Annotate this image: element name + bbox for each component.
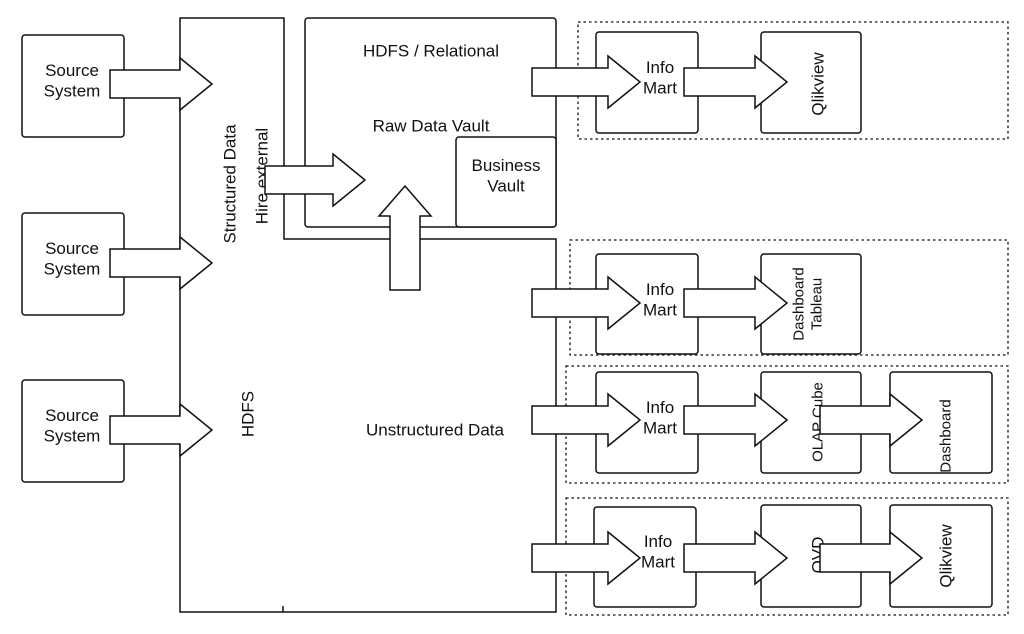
arrow-group-3-mart-to-olap xyxy=(683,392,789,448)
arrow-to-group-1-info-mart xyxy=(531,54,642,110)
arrow-group-4-qvd-to-qlikview xyxy=(819,530,924,586)
arrow-to-group-3-info-mart xyxy=(531,392,642,448)
group-1-qlikview: Qlikview xyxy=(760,31,862,134)
group-4-qlikview-label: Qlikview xyxy=(936,524,955,588)
group-4-container xyxy=(565,497,1009,616)
group-3-olap-cube-label: OLAP Cube xyxy=(809,382,826,462)
raw-data-vault-label: Raw Data Vault xyxy=(373,116,490,135)
arrow-to-group-4-info-mart xyxy=(531,530,642,586)
hire-external-label: Hire external xyxy=(252,128,271,224)
arrow-source-1-to-hdfs xyxy=(109,56,214,112)
arrow-group-2-mart-to-tableau xyxy=(683,275,789,331)
arrow-source-2-to-hdfs xyxy=(109,235,214,291)
group-3-olap-cube: OLAP Cube xyxy=(760,371,862,474)
arrow-group-3-olap-to-dashboard xyxy=(819,392,924,448)
group-1-qlikview-label: Qlikview xyxy=(808,52,827,116)
group-2-dashboard-tableau: DashboardTableau xyxy=(760,253,862,355)
hdfs-container xyxy=(179,17,557,613)
unstructured-data-label: Unstructured Data xyxy=(366,420,504,439)
group-2-container xyxy=(569,239,1009,356)
arrow-group-4-mart-to-qvd xyxy=(683,530,789,586)
group-2-dashboard-tableau-label: DashboardTableau xyxy=(790,267,825,340)
structured-data-label: Structured Data xyxy=(220,124,239,244)
arrow-group-1-mart-to-qlikview xyxy=(683,54,789,110)
hdfs-label: HDFS xyxy=(238,391,257,437)
flow-arrows xyxy=(109,54,924,586)
group-3-container xyxy=(565,365,1009,484)
arrow-up-to-vault xyxy=(377,184,433,291)
arrow-source-3-to-hdfs xyxy=(109,402,214,458)
hdfs-relational-label: HDFS / Relational xyxy=(363,41,499,60)
arrow-to-group-2-info-mart xyxy=(531,275,642,331)
group-3-dashboard-label: Dashboard xyxy=(937,399,954,472)
arrow-hdfs-to-raw-vault xyxy=(264,152,367,208)
